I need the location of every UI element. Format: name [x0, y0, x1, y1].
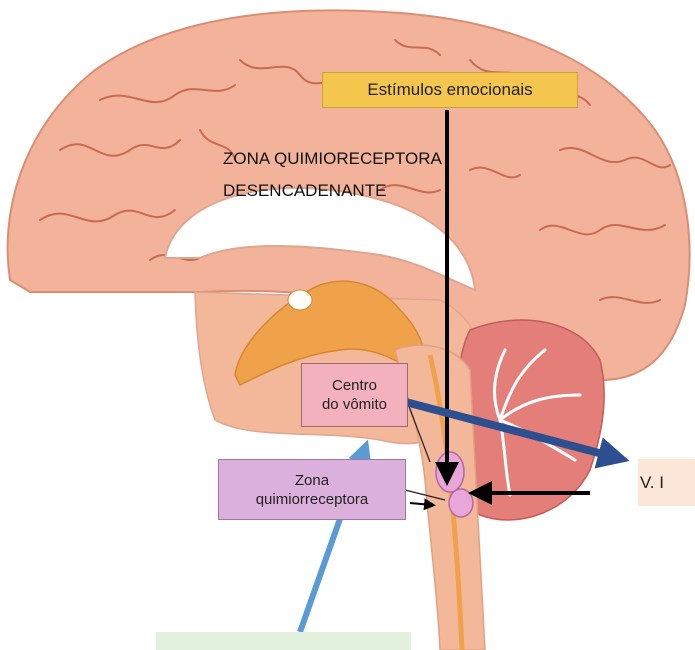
- vomit-center-label: Centro do vômito: [301, 363, 408, 427]
- vomit-center-line1: Centro: [332, 376, 377, 395]
- vomit-center-line2: do vômito: [322, 395, 387, 414]
- chemoreceptor-zone-line1: Zona: [295, 471, 329, 490]
- vomit-center-oval: [436, 452, 464, 492]
- emotional-stimuli-label: Estímulos emocionais: [322, 72, 578, 108]
- chemoreceptor-oval: [449, 489, 473, 517]
- green-label-box: [156, 632, 411, 650]
- pituitary-region: [288, 290, 312, 310]
- trigger-zone-label: ZONA QUIMIORECEPTORA DESENCADENANTE: [223, 143, 442, 207]
- cut-off-label: V. I: [638, 459, 695, 506]
- chemoreceptor-zone-line2: quimiorreceptora: [256, 490, 369, 509]
- trigger-zone-line2: DESENCADENANTE: [223, 175, 442, 207]
- trigger-zone-line1: ZONA QUIMIORECEPTORA: [223, 143, 442, 175]
- chemoreceptor-zone-label: Zona quimiorreceptora: [218, 459, 406, 520]
